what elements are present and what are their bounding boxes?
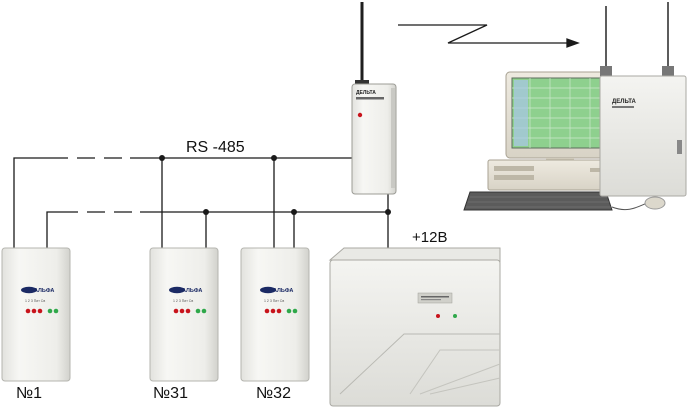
relay-brand: ДЕЛЬТА (356, 90, 376, 96)
panel-led-labels: 1 2 3 Пит Св (264, 299, 284, 303)
panel-brand: АЛЬФА (273, 288, 293, 294)
alfa-panel-1: АЛЬФА 1 2 3 Пит Св (2, 248, 70, 381)
device-number-32: №32 (256, 385, 291, 403)
base-brand: ДЕЛЬТА (612, 99, 636, 105)
relay-unit: ДЕЛЬТА (352, 2, 396, 194)
rs485-label: RS -485 (186, 139, 245, 157)
psu-led-green (453, 314, 457, 318)
panel-brand: АЛЬФА (34, 288, 54, 294)
alfa-panel-32: АЛЬФА 1 2 3 Пит Св (241, 248, 309, 381)
alfa-panel-31: АЛЬФА 1 2 3 Пит Св (150, 248, 218, 381)
power-supply-icon (330, 248, 500, 406)
panel-led-labels: 1 2 3 Пит Св (25, 299, 45, 303)
panel-brand: АЛЬФА (182, 288, 202, 294)
radio-link-arrow-icon (398, 25, 578, 47)
power-voltage-label: +12В (412, 229, 447, 246)
relay-led (358, 113, 362, 117)
power-line-left (47, 212, 60, 250)
device-number-31: №31 (153, 385, 188, 403)
panel-led-labels: 1 2 3 Пит Св (173, 299, 193, 303)
base-station: ДЕЛЬТА (600, 2, 686, 196)
rs485-line-left (14, 158, 50, 250)
psu-led-red (436, 314, 440, 318)
device-number-1: №1 (16, 385, 42, 403)
bus-wiring (14, 158, 388, 256)
